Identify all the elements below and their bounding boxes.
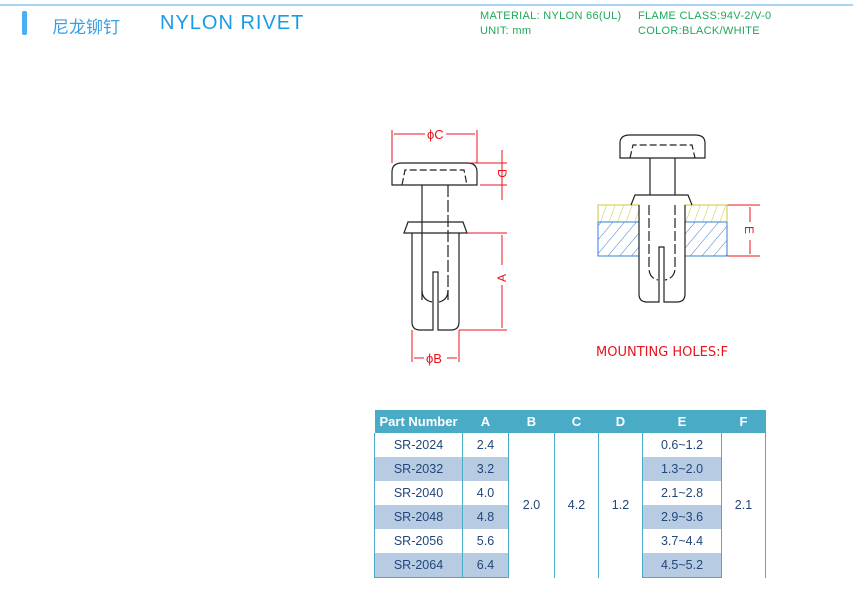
material-spec: MATERIAL: NYLON 66(UL) <box>480 10 622 22</box>
page-title: NYLON RIVET <box>160 12 305 34</box>
mounting-holes-note: MOUNTING HOLES:F <box>596 345 728 360</box>
part-number: SR-2024 <box>374 433 463 457</box>
part-number: SR-2032 <box>374 457 463 481</box>
mounting-plate <box>597 204 728 257</box>
part-number: SR-2040 <box>374 481 463 505</box>
top-divider <box>0 4 853 6</box>
table-header: Part Number A B C D E F <box>374 410 766 433</box>
value-e: 4.5~5.2 <box>642 553 722 578</box>
col-f: F <box>721 410 766 433</box>
value-f: 2.1 <box>721 433 766 578</box>
col-c: C <box>554 410 599 433</box>
part-number: SR-2056 <box>374 529 463 553</box>
value-b: 2.0 <box>508 433 555 578</box>
rivet-drawing: ϕC D A ϕB E <box>391 127 760 366</box>
dim-b-label: ϕB <box>426 351 442 366</box>
value-a: 6.4 <box>462 553 509 578</box>
dim-a-label: A <box>495 274 509 282</box>
value-e: 2.9~3.6 <box>642 505 722 529</box>
flame-class-spec: FLAME CLASS:94V-2/V-0 <box>638 10 772 22</box>
col-a: A <box>462 410 509 433</box>
part-number: SR-2048 <box>374 505 463 529</box>
unit-spec: UNIT: mm <box>480 25 532 37</box>
value-a: 5.6 <box>462 529 509 553</box>
value-a: 3.2 <box>462 457 509 481</box>
color-spec: COLOR:BLACK/WHITE <box>638 25 760 37</box>
spec-table: Part Number A B C D E F SR-2024 2.4 2.0 … <box>374 410 766 578</box>
value-a: 4.8 <box>462 505 509 529</box>
rivet-side-view <box>391 162 478 331</box>
value-e: 0.6~1.2 <box>642 433 722 457</box>
dim-e-label: E <box>742 226 756 234</box>
rivet-installed-view <box>619 134 706 303</box>
value-d: 1.2 <box>598 433 643 578</box>
table-row: SR-2024 2.4 2.0 4.2 1.2 0.6~1.2 2.1 <box>374 433 766 578</box>
title-chinese: 尼龙铆钉 <box>52 18 120 38</box>
dimension-lines <box>391 130 760 362</box>
value-c: 4.2 <box>554 433 599 578</box>
value-e: 2.1~2.8 <box>642 481 722 505</box>
value-a: 4.0 <box>462 481 509 505</box>
col-d: D <box>598 410 643 433</box>
value-e: 3.7~4.4 <box>642 529 722 553</box>
value-a: 2.4 <box>462 433 509 457</box>
col-part-number: Part Number <box>374 410 463 433</box>
dim-c-label: ϕC <box>427 127 444 142</box>
col-e: E <box>642 410 722 433</box>
dim-d-label: D <box>495 169 509 178</box>
value-e: 1.3~2.0 <box>642 457 722 481</box>
title-accent-bar <box>22 11 27 35</box>
part-number: SR-2064 <box>374 553 463 578</box>
col-b: B <box>508 410 555 433</box>
